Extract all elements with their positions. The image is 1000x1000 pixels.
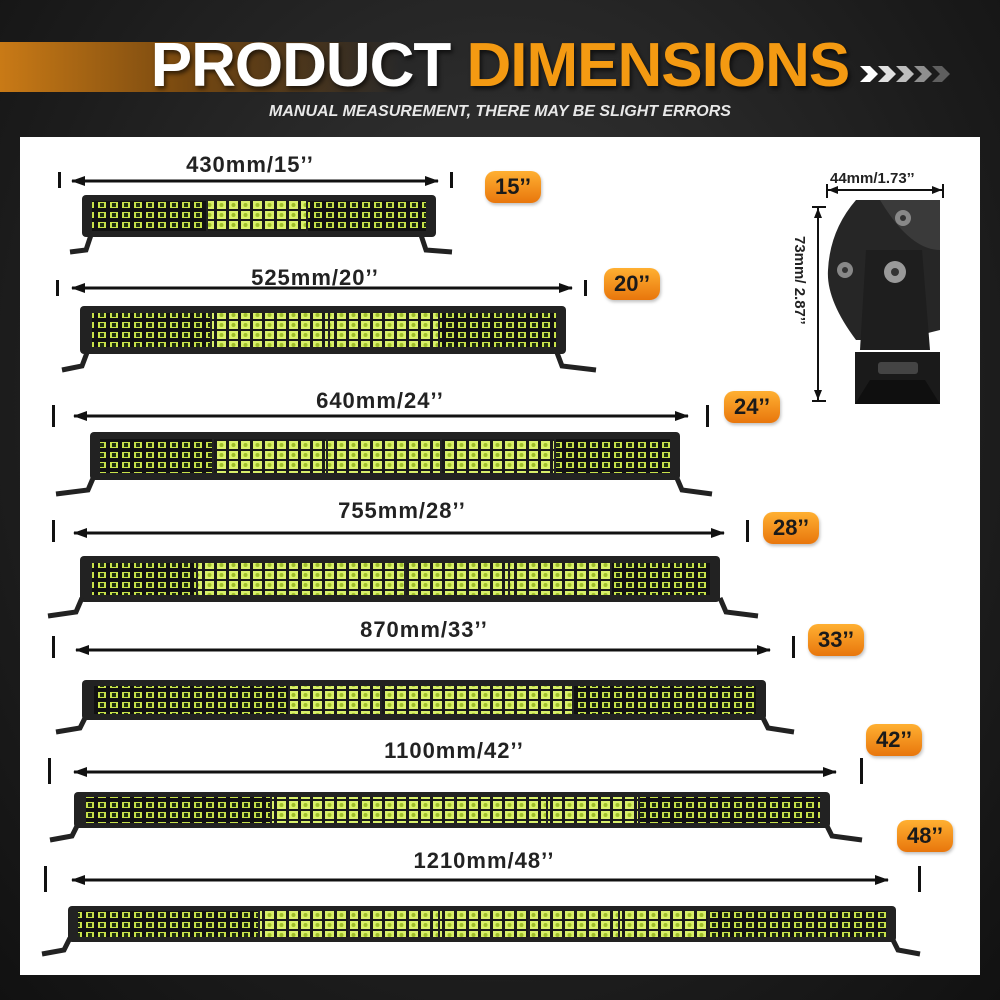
side-height-label: 73mm/ 2.87’’: [791, 236, 808, 325]
size-badge-28: 28’’: [763, 512, 819, 544]
subtitle: MANUAL MEASUREMENT, THERE MAY BE SLIGHT …: [269, 103, 731, 120]
dimension-label-28: 755mm/28’’: [338, 498, 466, 523]
side-view-bracket: [812, 184, 944, 404]
dimension-label-24: 640mm/24’’: [316, 388, 444, 413]
title-part-2: DIMENSIONS: [466, 31, 851, 100]
light-bar-24: [52, 405, 713, 497]
size-badge-48: 48’’: [897, 820, 953, 852]
dimension-label-33: 870mm/33’’: [360, 617, 488, 642]
size-badge-20: 20’’: [604, 268, 660, 300]
chevron-decoration-icon: [860, 66, 950, 82]
light-bar-28: [47, 520, 759, 619]
page-title: PRODUCT DIMENSIONS: [0, 30, 1000, 102]
size-badge-33: 33’’: [808, 624, 864, 656]
header-band: [0, 42, 1000, 92]
side-width-label: 44mm/1.73’’: [830, 170, 915, 187]
light-bar-42: [48, 758, 863, 843]
light-bar-20: [56, 280, 597, 373]
light-bar-48: [41, 866, 921, 957]
dimension-label-15: 430mm/15’’: [186, 152, 314, 177]
size-badge-42: 42’’: [866, 724, 922, 756]
title-part-1: PRODUCT: [150, 31, 452, 100]
size-badge-24: 24’’: [724, 391, 780, 423]
dimension-label-48: 1210mm/48’’: [413, 848, 555, 873]
size-badge-15: 15’’: [485, 171, 541, 203]
dimension-label-42: 1100mm/42’’: [384, 738, 524, 763]
light-bar-33: [52, 636, 795, 735]
light-bar-15: [58, 172, 453, 255]
